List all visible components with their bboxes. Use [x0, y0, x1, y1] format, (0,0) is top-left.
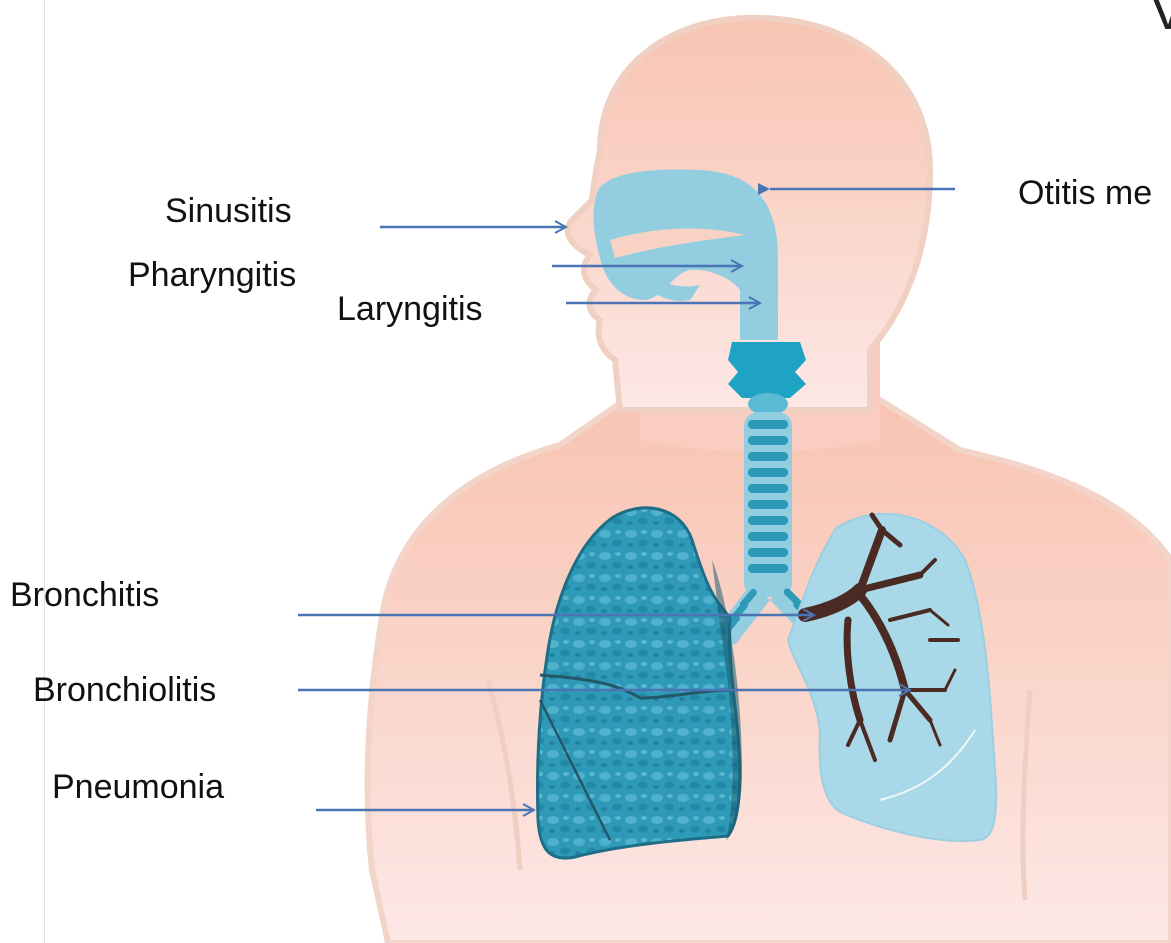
label-otitis-media: Otitis me: [1018, 176, 1152, 210]
label-bronchiolitis: Bronchiolitis: [33, 673, 216, 707]
larynx: [728, 342, 806, 398]
label-laryngitis: Laryngitis: [337, 292, 483, 326]
cricoid: [748, 393, 788, 415]
label-pneumonia: Pneumonia: [52, 770, 224, 804]
label-bronchitis: Bronchitis: [10, 578, 159, 612]
trachea: [744, 412, 792, 597]
label-sinusitis: Sinusitis: [165, 194, 292, 228]
label-pharyngitis: Pharyngitis: [128, 258, 296, 292]
title-fragment: V: [1150, 0, 1171, 38]
